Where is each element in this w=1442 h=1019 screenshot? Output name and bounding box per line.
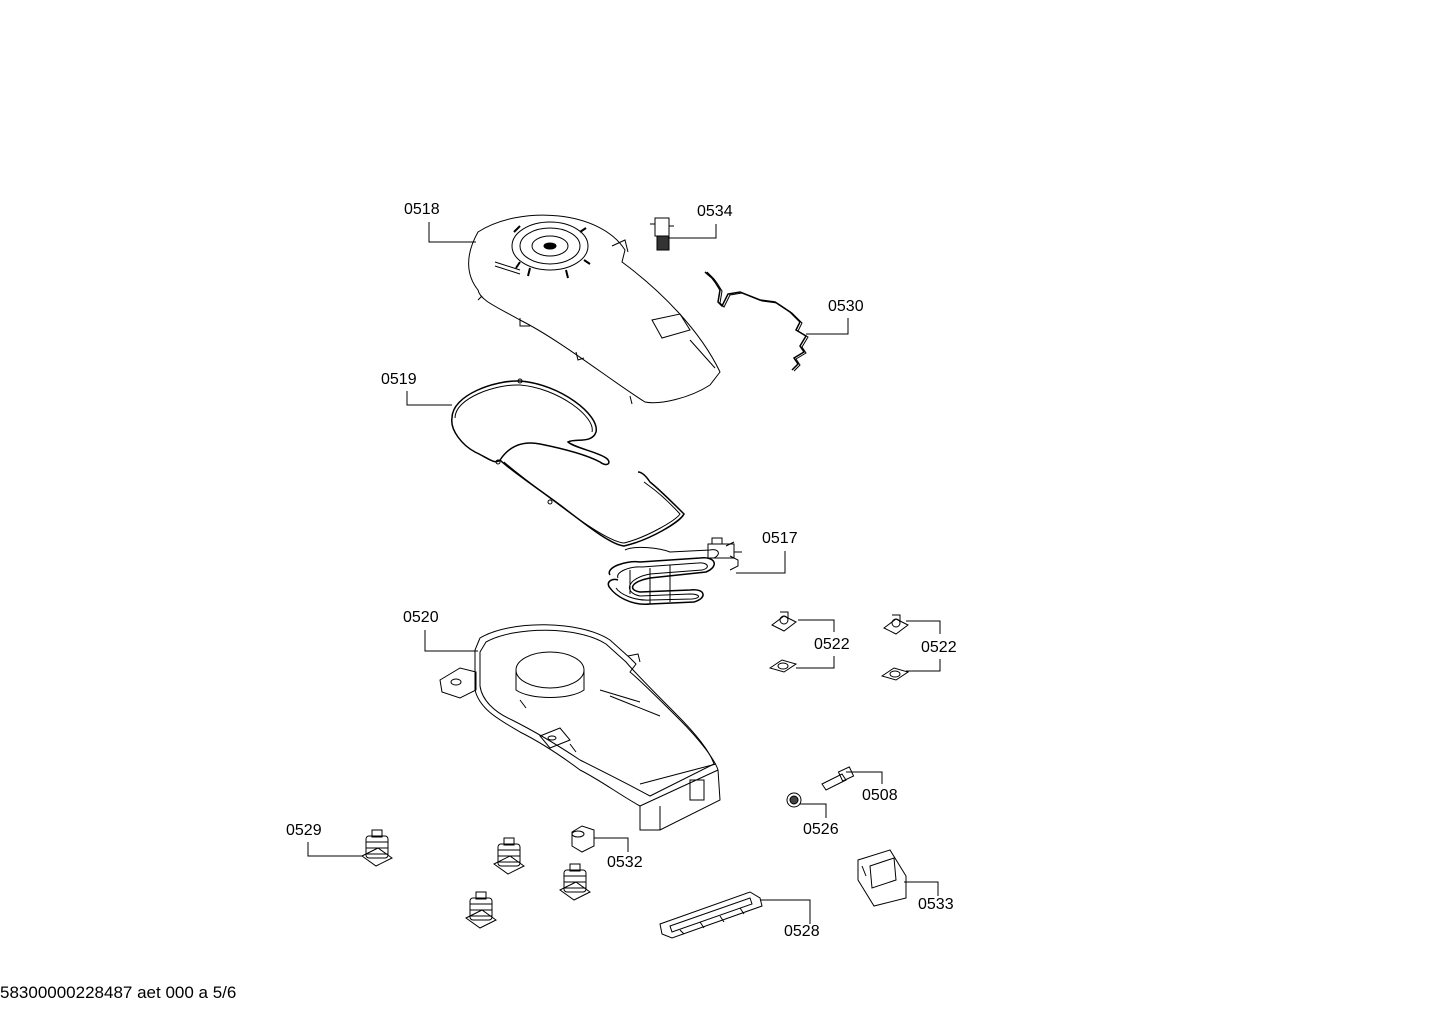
label-0528: 0528 [784, 923, 820, 940]
thermostat-left-bottom[interactable] [768, 659, 798, 673]
label-0529: 0529 [286, 822, 322, 839]
document-footer-id: 58300000228487 aet 000 a 5/6 [0, 983, 237, 1002]
label-0519: 0519 [381, 371, 417, 388]
bracket-part[interactable] [857, 849, 907, 907]
foot-absorber-3[interactable] [559, 863, 591, 901]
label-0517: 0517 [762, 530, 798, 547]
thermostat-right-bottom[interactable] [880, 667, 910, 681]
thermostat-left-top[interactable] [771, 611, 797, 632]
wire-harness[interactable] [704, 271, 809, 372]
switch-part[interactable] [650, 217, 674, 251]
label-0518: 0518 [404, 201, 440, 218]
leader-lines [307, 222, 941, 924]
foot-absorber-2[interactable] [493, 837, 525, 875]
label-0530: 0530 [828, 298, 864, 315]
foot-absorber-4[interactable] [465, 891, 497, 929]
label-0533: 0533 [918, 896, 954, 913]
fan-housing-base[interactable] [439, 624, 721, 831]
label-0522-right: 0522 [921, 639, 957, 656]
label-0532: 0532 [607, 854, 643, 871]
label-0534: 0534 [697, 203, 733, 220]
label-0526: 0526 [803, 821, 839, 838]
label-0520: 0520 [403, 609, 439, 626]
fan-housing-cover[interactable] [468, 214, 721, 405]
small-cap[interactable] [571, 825, 595, 853]
cap-part[interactable] [786, 792, 802, 808]
thermostat-right-top[interactable] [883, 614, 909, 635]
label-0508: 0508 [862, 787, 898, 804]
filter-frame[interactable] [659, 891, 763, 939]
foot-absorber-1[interactable] [361, 829, 393, 867]
heater-element[interactable] [607, 537, 742, 605]
gasket[interactable] [451, 378, 685, 547]
label-0522-left: 0522 [814, 636, 850, 653]
temperature-sensor[interactable] [821, 766, 855, 791]
